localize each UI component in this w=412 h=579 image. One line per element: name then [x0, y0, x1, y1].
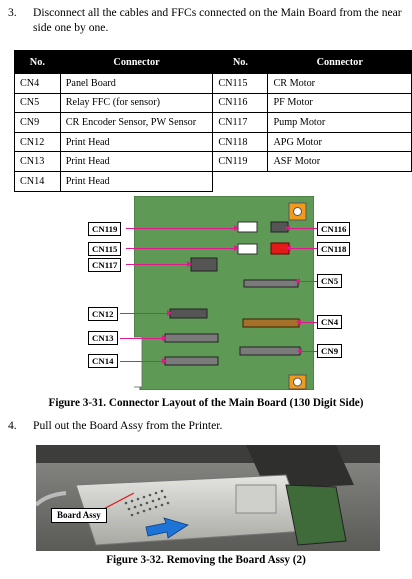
- leader-cn119: [126, 225, 239, 231]
- leader-cn118: [286, 245, 317, 251]
- leader-cn13: [120, 335, 167, 341]
- connector-cn13: [164, 333, 219, 343]
- leader-cn12: [120, 310, 172, 316]
- cell-no: CN13: [14, 151, 61, 172]
- label-cn14: CN14: [88, 354, 118, 368]
- cell-connector: PF Motor: [267, 92, 412, 114]
- empty-cell: [213, 171, 268, 191]
- label-cn119: CN119: [88, 222, 122, 236]
- cell-no: CN4: [14, 73, 61, 94]
- cell-connector: CR Motor: [267, 73, 412, 94]
- shield-vent-holes: [124, 489, 170, 517]
- step-text: Pull out the Board Assy from the Printer…: [33, 419, 223, 432]
- cell-no: CN119: [212, 151, 269, 172]
- connector-cn5: [243, 279, 299, 288]
- table-row: CN14 Print Head: [14, 170, 412, 192]
- connector-cn14: [164, 356, 219, 366]
- cell-no: CN5: [14, 92, 61, 114]
- cell-connector: CR Encoder Sensor, PW Sensor: [59, 112, 214, 133]
- cell-connector: Pump Motor: [267, 112, 412, 133]
- label-cn5: CN5: [317, 274, 343, 288]
- empty-cell: [268, 171, 412, 191]
- label-board-assy: Board Assy: [51, 508, 107, 523]
- cell-no: CN116: [212, 92, 269, 114]
- step-text: Disconnect all the cables and FFCs conne…: [33, 6, 402, 34]
- leader-cn9: [297, 348, 317, 354]
- connector-cn9: [239, 346, 301, 356]
- direction-arrow-icon: [145, 517, 189, 539]
- cell-no: CN118: [212, 131, 269, 153]
- label-cn116: CN116: [317, 222, 351, 236]
- leader-cn117: [126, 261, 192, 267]
- cell-connector: Relay FFC (for sensor): [59, 92, 214, 114]
- cell-no: CN12: [14, 131, 61, 153]
- mounting-hole-bottom-ring: [293, 377, 302, 387]
- leader-cn116: [285, 225, 317, 231]
- label-cn117: CN117: [88, 258, 122, 272]
- connector-cn119: [237, 221, 258, 233]
- leader-cn4: [296, 319, 317, 325]
- connector-cn4: [242, 318, 300, 328]
- power-cable: [36, 491, 67, 507]
- table-row: CN5 Relay FFC (for sensor) CN116 PF Moto…: [14, 92, 412, 114]
- leader-cn5: [295, 278, 317, 284]
- figure-3-31-caption: Figure 3-31. Connector Layout of the Mai…: [48, 397, 364, 409]
- cell-connector: ASF Motor: [267, 151, 412, 172]
- table-header-row: No. Connector No. Connector: [14, 50, 412, 74]
- board-pcb-green: [285, 484, 347, 546]
- board-notch: [131, 336, 143, 388]
- cell-connector: APG Motor: [267, 131, 412, 153]
- cell-no: CN14: [14, 170, 61, 192]
- step-number: 3.: [8, 6, 17, 19]
- col-header-connector: Connector: [59, 50, 214, 74]
- photo-svg: [36, 445, 380, 551]
- label-cn4: CN4: [317, 315, 343, 329]
- leader-cn115: [126, 245, 239, 251]
- label-cn12: CN12: [88, 307, 118, 321]
- label-cn115: CN115: [88, 242, 122, 256]
- board-assy-photo: [36, 445, 380, 551]
- label-cn118: CN118: [317, 242, 351, 256]
- cell-no: CN9: [14, 112, 61, 133]
- cell-connector: Print Head: [59, 131, 214, 153]
- col-header-no: No.: [14, 50, 61, 74]
- connector-cn12: [169, 308, 208, 319]
- cell-no: CN117: [212, 112, 269, 133]
- step-number: 4.: [8, 419, 17, 432]
- figure-3-32-caption: Figure 3-32. Removing the Board Assy (2): [106, 554, 306, 566]
- table-row: CN9 CR Encoder Sensor, PW Sensor CN117 P…: [14, 112, 412, 133]
- label-cn13: CN13: [88, 331, 118, 345]
- cell-connector: Panel Board: [59, 73, 214, 94]
- label-cn9: CN9: [317, 344, 343, 358]
- connector-cn117: [190, 257, 218, 272]
- cell-no: CN115: [212, 73, 269, 94]
- table-row: CN12 Print Head CN118 APG Motor: [14, 131, 412, 153]
- board-component: [235, 484, 277, 514]
- col-header-connector: Connector: [267, 50, 412, 74]
- mounting-hole-top-ring: [293, 207, 302, 216]
- cell-connector: Print Head: [59, 170, 214, 192]
- leader-cn14: [120, 358, 167, 364]
- main-board-svg: [131, 195, 315, 391]
- col-header-no: No.: [212, 50, 269, 74]
- connector-table: No. Connector No. Connector CN4 Panel Bo…: [14, 50, 412, 192]
- cell-connector: Print Head: [59, 151, 214, 172]
- connector-cn115: [237, 243, 258, 255]
- table-row: CN13 Print Head CN119 ASF Motor: [14, 151, 412, 172]
- main-board-diagram: [131, 195, 315, 391]
- table-row: CN4 Panel Board CN115 CR Motor: [14, 73, 412, 94]
